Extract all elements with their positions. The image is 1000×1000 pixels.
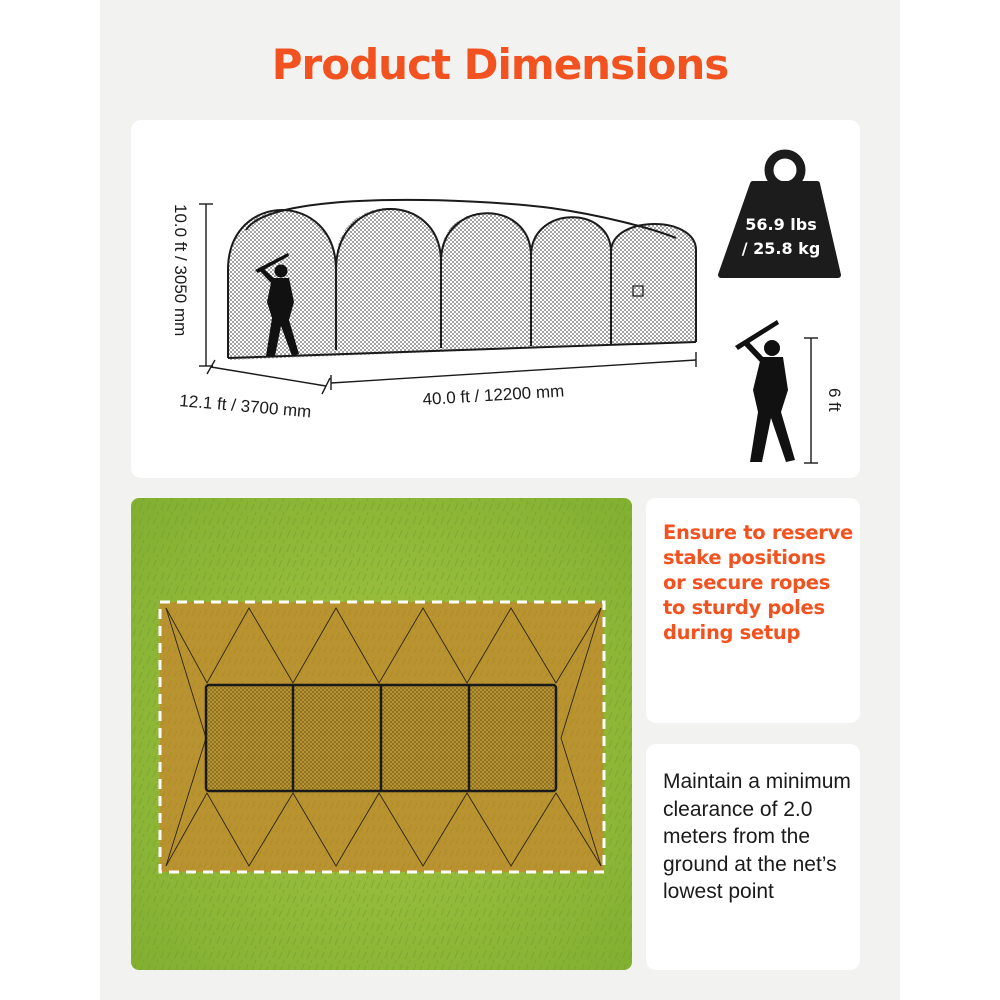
width-dimension-line [206, 359, 331, 395]
batting-cage-illustration [227, 198, 697, 360]
batter-silhouette [255, 253, 299, 356]
cage-top-view [204, 683, 558, 793]
width-label: 12.1 ft / 3700 mm [179, 391, 312, 421]
tip-text: Ensure to reserve stake positions or sec… [663, 521, 853, 644]
clearance-note-card: Maintain a minimum clearance of 2.0 mete… [646, 744, 860, 970]
dimensions-card: 10.0 ft / 3050 mm 12.1 ft / 3700 mm 40.0… [131, 120, 860, 478]
length-dimension-line [330, 352, 697, 390]
tip-card: Ensure to reserve stake positions or sec… [646, 498, 860, 723]
length-label: 40.0 ft / 12200 mm [422, 381, 565, 409]
top-view-card [131, 498, 632, 970]
person-height-label: 6 ft [825, 388, 844, 412]
stake-area-outline [158, 600, 606, 874]
height-dimension-line [199, 203, 213, 367]
top-view-illustration [131, 498, 632, 970]
dimension-diagram: 10.0 ft / 3050 mm 12.1 ft / 3700 mm 40.0… [171, 149, 844, 464]
weight-lbs: 56.9 lbs [745, 215, 817, 234]
clearance-note-text: Maintain a minimum clearance of 2.0 mete… [663, 770, 851, 903]
page-title: Product Dimensions [271, 40, 729, 89]
batter-silhouette [735, 320, 795, 462]
person-height-line [804, 337, 818, 464]
height-label: 10.0 ft / 3050 mm [171, 204, 190, 336]
weight-icon: 56.9 lbs / 25.8 kg [718, 149, 841, 278]
weight-kg: / 25.8 kg [742, 239, 821, 258]
